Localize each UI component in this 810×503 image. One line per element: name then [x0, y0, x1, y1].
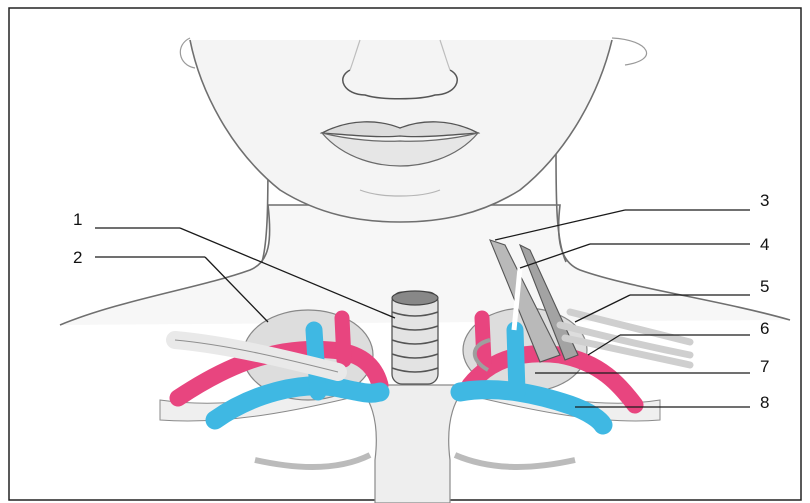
trachea: [392, 291, 438, 384]
callout-8: 8: [760, 393, 769, 412]
callout-3: 3: [760, 191, 769, 210]
right-jugular-vein: [515, 330, 517, 392]
callout-5: 5: [760, 277, 769, 296]
callout-6: 6: [760, 319, 769, 338]
left-common-carotid: [342, 318, 344, 360]
callout-1: 1: [73, 210, 82, 229]
callout-2: 2: [73, 248, 82, 267]
callout-4: 4: [760, 235, 769, 254]
callout-7: 7: [760, 357, 769, 376]
